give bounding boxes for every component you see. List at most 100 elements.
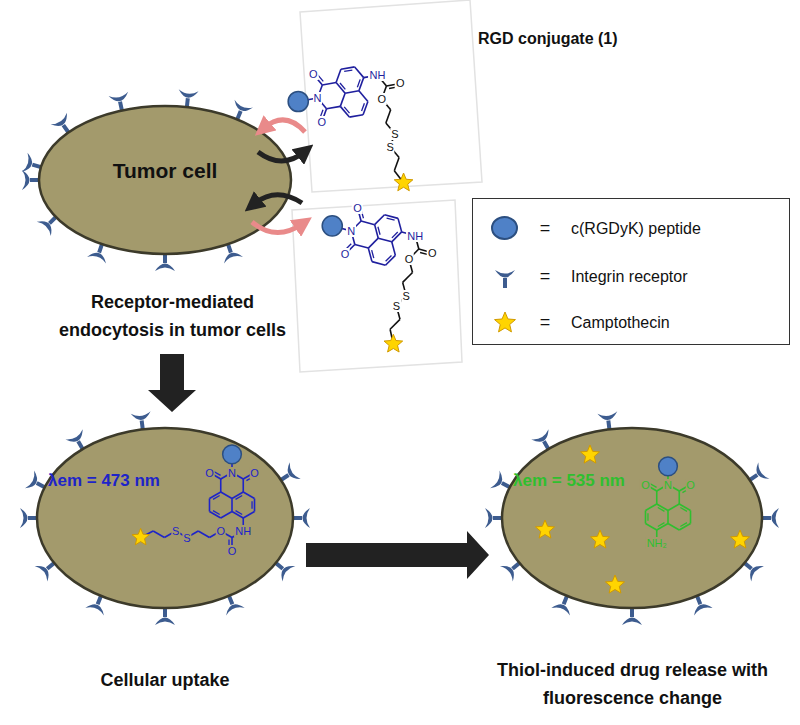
- atom-label: O: [640, 479, 651, 491]
- atom-label: O: [204, 467, 215, 479]
- rgd-peptide: [288, 91, 308, 111]
- bond: [375, 215, 385, 225]
- bond: [645, 511, 647, 524]
- bond: [322, 82, 336, 84]
- legend-swatch: [491, 216, 518, 240]
- bond: [336, 69, 341, 82]
- bond: [375, 225, 379, 239]
- atom-label: S: [390, 128, 399, 140]
- process-arrow: [148, 354, 196, 412]
- bond: [345, 91, 359, 93]
- integrin-receptor: [761, 508, 779, 528]
- atom-label: NH: [234, 525, 252, 537]
- equals-sign: =: [540, 267, 551, 286]
- atom-label: S: [182, 532, 191, 544]
- atom-label: NH₂: [646, 537, 668, 549]
- atom-label: N: [313, 92, 323, 104]
- process-arrow: [306, 531, 489, 579]
- legend-text: Integrin receptor: [571, 267, 688, 287]
- molecule-panel: [300, 0, 482, 192]
- integrin-receptor: [20, 508, 38, 528]
- bond: [355, 244, 369, 248]
- atom-label: S: [392, 300, 401, 312]
- bond: [378, 227, 380, 235]
- legend-row: Integrin receptor: [473, 264, 789, 290]
- legend-symbol: [485, 308, 525, 338]
- integrin-receptor: [485, 508, 503, 528]
- bond: [385, 215, 399, 219]
- rgd-peptide: [659, 457, 678, 476]
- legend-row: Camptothecin: [473, 310, 789, 336]
- bond: [690, 511, 692, 524]
- bond: [403, 272, 413, 282]
- equals-sign: =: [540, 313, 551, 332]
- emission-label: λem = 535 nm: [513, 470, 625, 492]
- atom-label: O: [340, 248, 351, 260]
- cell-node: λem = 535 nm Thiol-induced drug release w…: [495, 418, 770, 716]
- bond: [386, 110, 391, 123]
- bond: [340, 93, 345, 106]
- step-caption: Thiol-induced drug release with fluoresc…: [495, 656, 770, 712]
- camptothecin-star: [384, 334, 403, 352]
- step-caption: Cellular uptake: [30, 666, 300, 694]
- bond: [231, 499, 233, 512]
- integrin-receptor: [155, 253, 175, 271]
- atom-label: O: [685, 479, 696, 491]
- bond: [344, 70, 352, 71]
- cell-node: λem = 473 nm Cellular uptake: [30, 418, 300, 708]
- atom-label: O: [249, 467, 260, 479]
- bond: [372, 262, 386, 266]
- bond: [392, 232, 398, 238]
- molecule: [322, 208, 432, 353]
- atom-label: O: [308, 68, 319, 80]
- legend-text: Camptothecin: [571, 313, 670, 333]
- atom-label: N: [346, 225, 356, 237]
- molecule-panel: [292, 200, 462, 372]
- atom-label: NH: [369, 69, 387, 81]
- integrin-receptor: [22, 170, 40, 190]
- cell-node: Tumor cellReceptor-mediated endocytosis …: [22, 92, 322, 348]
- bond: [656, 491, 658, 504]
- camptothecin-star: [394, 173, 413, 191]
- cell-outline: [30, 418, 300, 708]
- bond: [355, 67, 364, 78]
- bond: [220, 479, 222, 492]
- figure-label: RGD conjugate (1): [478, 30, 618, 47]
- legend-row: c(RGDyK) peptide: [473, 216, 789, 242]
- cell-membrane: [502, 428, 762, 608]
- atom-label: S: [402, 290, 411, 302]
- bond: [372, 250, 374, 258]
- bond: [386, 255, 392, 261]
- legend-symbol: [485, 262, 525, 292]
- bond: [242, 479, 244, 492]
- bond: [387, 218, 395, 220]
- bond: [251, 501, 252, 509]
- integrin-receptor: [622, 607, 642, 625]
- cell-title: Tumor cell: [22, 158, 308, 184]
- bond: [390, 319, 400, 329]
- bond: [378, 238, 392, 242]
- equals-sign: =: [540, 219, 551, 238]
- atom-label: S: [171, 525, 180, 537]
- molecule: [288, 67, 413, 191]
- uptake-arrow: [264, 120, 305, 132]
- bond: [357, 79, 360, 87]
- integrin-receptor: [155, 607, 175, 625]
- step-caption: Receptor-mediated endocytosis in tumor c…: [40, 288, 305, 344]
- integrin-receptor: [292, 508, 310, 528]
- bond: [368, 248, 372, 262]
- bond: [392, 232, 402, 242]
- bond: [344, 107, 349, 113]
- bond: [667, 511, 669, 524]
- bond: [340, 106, 349, 117]
- bond: [327, 106, 341, 108]
- bond: [678, 491, 680, 504]
- atom-label: S: [385, 141, 394, 153]
- rgd-peptide: [223, 445, 242, 464]
- bond: [385, 255, 395, 265]
- bond: [398, 218, 402, 232]
- bond: [392, 242, 396, 256]
- atom-label: O: [427, 247, 438, 259]
- emission-label: λem = 473 nm: [48, 470, 160, 492]
